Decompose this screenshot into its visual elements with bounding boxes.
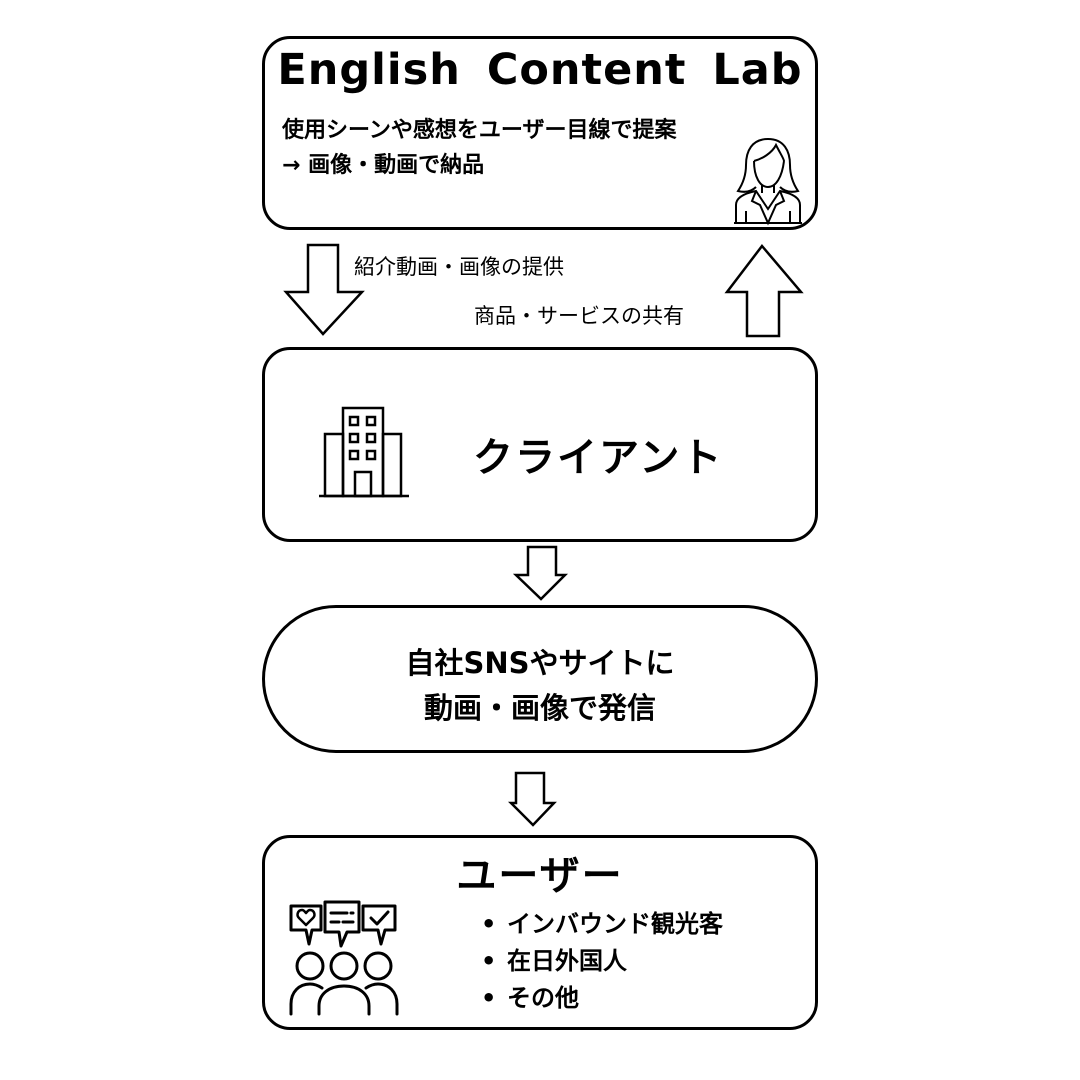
bullet: • (481, 984, 497, 1012)
down-arrow-icon (507, 771, 557, 827)
bullet: • (481, 910, 497, 938)
audience-feedback-icon (289, 900, 399, 1016)
client-label: クライアント (473, 435, 724, 481)
publish-line2: 動画・画像で発信 (423, 691, 656, 725)
user-list-item: •在日外国人 (481, 947, 627, 975)
share-product-label: 商品・サービスの共有 (474, 304, 684, 328)
bullet: • (481, 947, 497, 975)
ecl-title: English Content Lab (277, 45, 803, 95)
user-title: ユーザー (456, 853, 624, 899)
user-list-item: •その他 (481, 984, 579, 1012)
provide-video-label: 紹介動画・画像の提供 (354, 255, 564, 279)
client-box: クライアント (262, 347, 818, 542)
publish-box: 自社SNSやサイトに 動画・画像で発信 (262, 605, 818, 753)
down-arrow-icon (512, 545, 569, 601)
down-arrow-icon (283, 243, 365, 336)
user-list-item: •インバウンド観光客 (481, 910, 723, 938)
ecl-description-line1: 使用シーンや感想をユーザー目線で提案 (282, 118, 677, 143)
up-arrow-icon (724, 244, 804, 338)
businesswoman-icon (734, 138, 802, 226)
user-box: ユーザー •インバウンド観光客 •在日外国人 •その他 (262, 835, 818, 1030)
publish-line1: 自社SNSやサイトに (405, 646, 675, 680)
english-content-lab-box: English Content Lab 使用シーンや感想をユーザー目線で提案 →… (262, 36, 818, 230)
office-building-icon (319, 406, 409, 498)
ecl-description-line2: → 画像・動画で納品 (282, 153, 485, 178)
